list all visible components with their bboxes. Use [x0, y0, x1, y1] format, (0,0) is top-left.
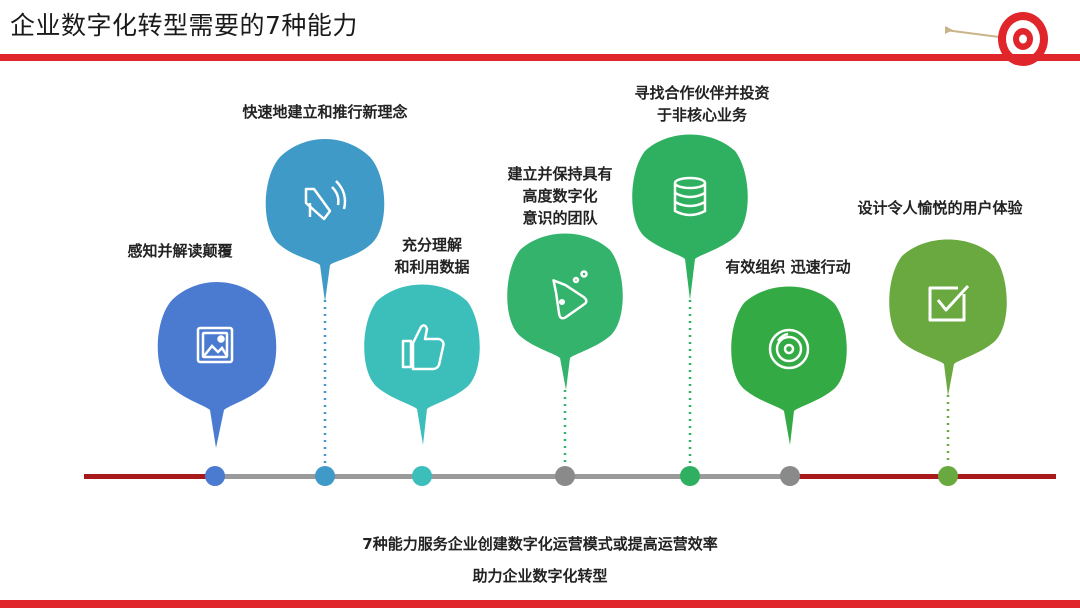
target-icon: [945, 12, 1048, 66]
timeline-node-4: [555, 466, 575, 486]
timeline-node-5: [680, 466, 700, 486]
timeline-node-6: [780, 466, 800, 486]
ability-label-6: 有效组织 迅速行动: [725, 258, 851, 276]
ability-label-5: 寻找合作伙伴并投资 于非核心业务: [634, 84, 770, 124]
ability-pin-2: [265, 139, 385, 302]
image-icon: [196, 326, 234, 364]
checkbox-icon: [928, 284, 970, 322]
ability-label-4: 建立并保持具有 高度数字化 意识的团队: [507, 165, 613, 227]
flask-icon: [552, 270, 588, 320]
timeline-node-1: [205, 466, 225, 486]
thumbs-up-icon: [401, 324, 445, 371]
timeline-segment: [215, 474, 325, 479]
ability-pin-1: [157, 282, 277, 448]
megaphone-icon: [304, 180, 347, 221]
ability-label-1: 感知并解读颠覆: [127, 242, 233, 260]
timeline-segment: [422, 474, 565, 479]
ability-pin-6: [731, 286, 847, 445]
summary-line-1: 7种能力服务企业创建数字化运营模式或提高运营效率: [362, 535, 718, 553]
database-icon: [673, 176, 707, 217]
timeline-node-2: [315, 466, 335, 486]
timeline-node-7: [938, 466, 958, 486]
disc-icon: [768, 328, 810, 370]
top-accent-bar: [0, 54, 1080, 61]
ability-pin-4: [507, 233, 623, 390]
ability-label-7: 设计令人愉悦的用户体验: [857, 199, 1023, 217]
timeline-node-3: [412, 466, 432, 486]
ability-pin-7: [889, 239, 1007, 396]
ability-label-3: 充分理解 和利用数据: [394, 236, 470, 276]
timeline-segment: [325, 474, 422, 479]
bottom-accent-bar: [0, 600, 1080, 608]
ability-pin-3: [364, 284, 480, 445]
ability-label-2: 快速地建立和推行新理念: [242, 103, 408, 121]
ability-pin-5: [632, 134, 748, 300]
timeline-segment: [565, 474, 790, 479]
page-title: 企业数字化转型需要的7种能力: [10, 11, 358, 40]
summary-line-2: 助力企业数字化转型: [472, 567, 608, 585]
